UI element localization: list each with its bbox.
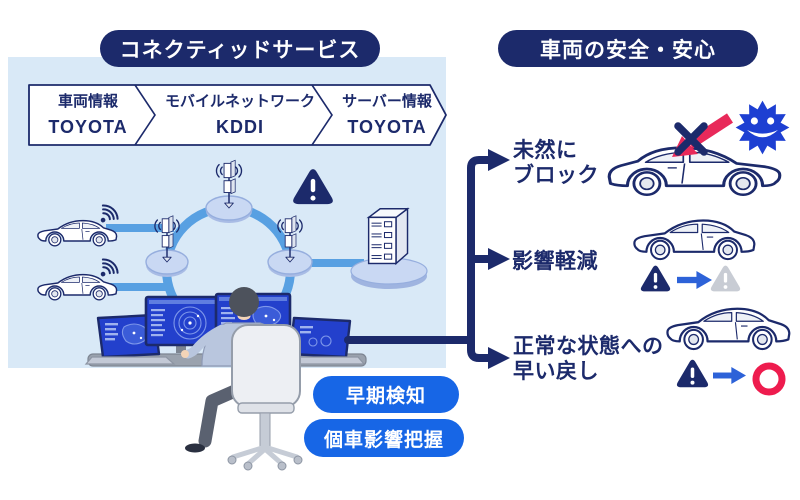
connected-car-icon <box>37 255 122 301</box>
segment-company: TOYOTA <box>347 117 427 137</box>
outcome-line: ブロック <box>513 164 599 187</box>
arrow-icon <box>488 248 510 270</box>
segment-company: TOYOTA <box>48 117 128 137</box>
outcome-line: 早い戻し <box>513 360 599 383</box>
badge-impact-grasp: 個車影響把握 <box>304 419 464 457</box>
process-segment-network: モバイルネットワーク KDDI <box>156 90 324 140</box>
connection-bracket <box>344 149 510 369</box>
office-chair <box>227 324 303 471</box>
car-icon <box>666 307 791 351</box>
transition-arrow-icon <box>713 367 746 384</box>
arrow-icon <box>488 149 510 171</box>
badge-label: 個車影響把握 <box>323 429 444 451</box>
outcome-line: 正常な状態への <box>513 335 664 358</box>
recovery-circle-icon <box>752 362 786 396</box>
connected-service-title-text: コネクティッドサービス <box>119 38 361 62</box>
warning-icon-dark <box>640 265 671 292</box>
outcome-mitigation-label: 影響軽減 <box>512 249 598 274</box>
arrow-icon <box>488 347 510 369</box>
warning-icon-dark <box>676 359 709 388</box>
transition-arrow-icon <box>677 271 712 289</box>
badge-label: 早期検知 <box>345 386 426 407</box>
monitor-icon <box>144 295 220 353</box>
outcome-recovery-label: 正常な状態への早い戻し <box>513 334 664 384</box>
warning-icon-gray <box>710 265 741 292</box>
laptop-icon <box>84 313 176 365</box>
vehicle-safety-title: 車両の安全・安心 <box>498 30 758 67</box>
process-flow-box: 車両情報 TOYOTA モバイルネットワーク KDDI サーバー情報 TOYOT… <box>28 84 452 146</box>
outcome-line: 影響軽減 <box>512 250 598 273</box>
badge-early-detection: 早期検知 <box>313 376 459 413</box>
car-icon <box>633 219 756 261</box>
segment-company: KDDI <box>216 117 264 137</box>
outcome-block-label: 未然にブロック <box>513 138 599 188</box>
process-flow-outline <box>28 84 447 146</box>
network-diagram <box>37 159 428 471</box>
segment-role: モバイルネットワーク <box>164 93 315 110</box>
virus-icon <box>735 100 790 155</box>
segment-role: 車両情報 <box>57 93 118 110</box>
process-segment-vehicle: 車両情報 TOYOTA <box>32 90 144 140</box>
vehicle-safety-title-text: 車両の安全・安心 <box>540 38 716 62</box>
process-segment-server: サーバー情報 TOYOTA <box>328 90 446 140</box>
segment-role: サーバー情報 <box>342 93 432 110</box>
warning-icon <box>293 169 333 205</box>
block-cross-icon <box>674 122 708 156</box>
laptop-icon <box>276 316 366 365</box>
outcome-line: 未然に <box>513 139 578 162</box>
connected-service-title: コネクティッドサービス <box>100 30 380 67</box>
